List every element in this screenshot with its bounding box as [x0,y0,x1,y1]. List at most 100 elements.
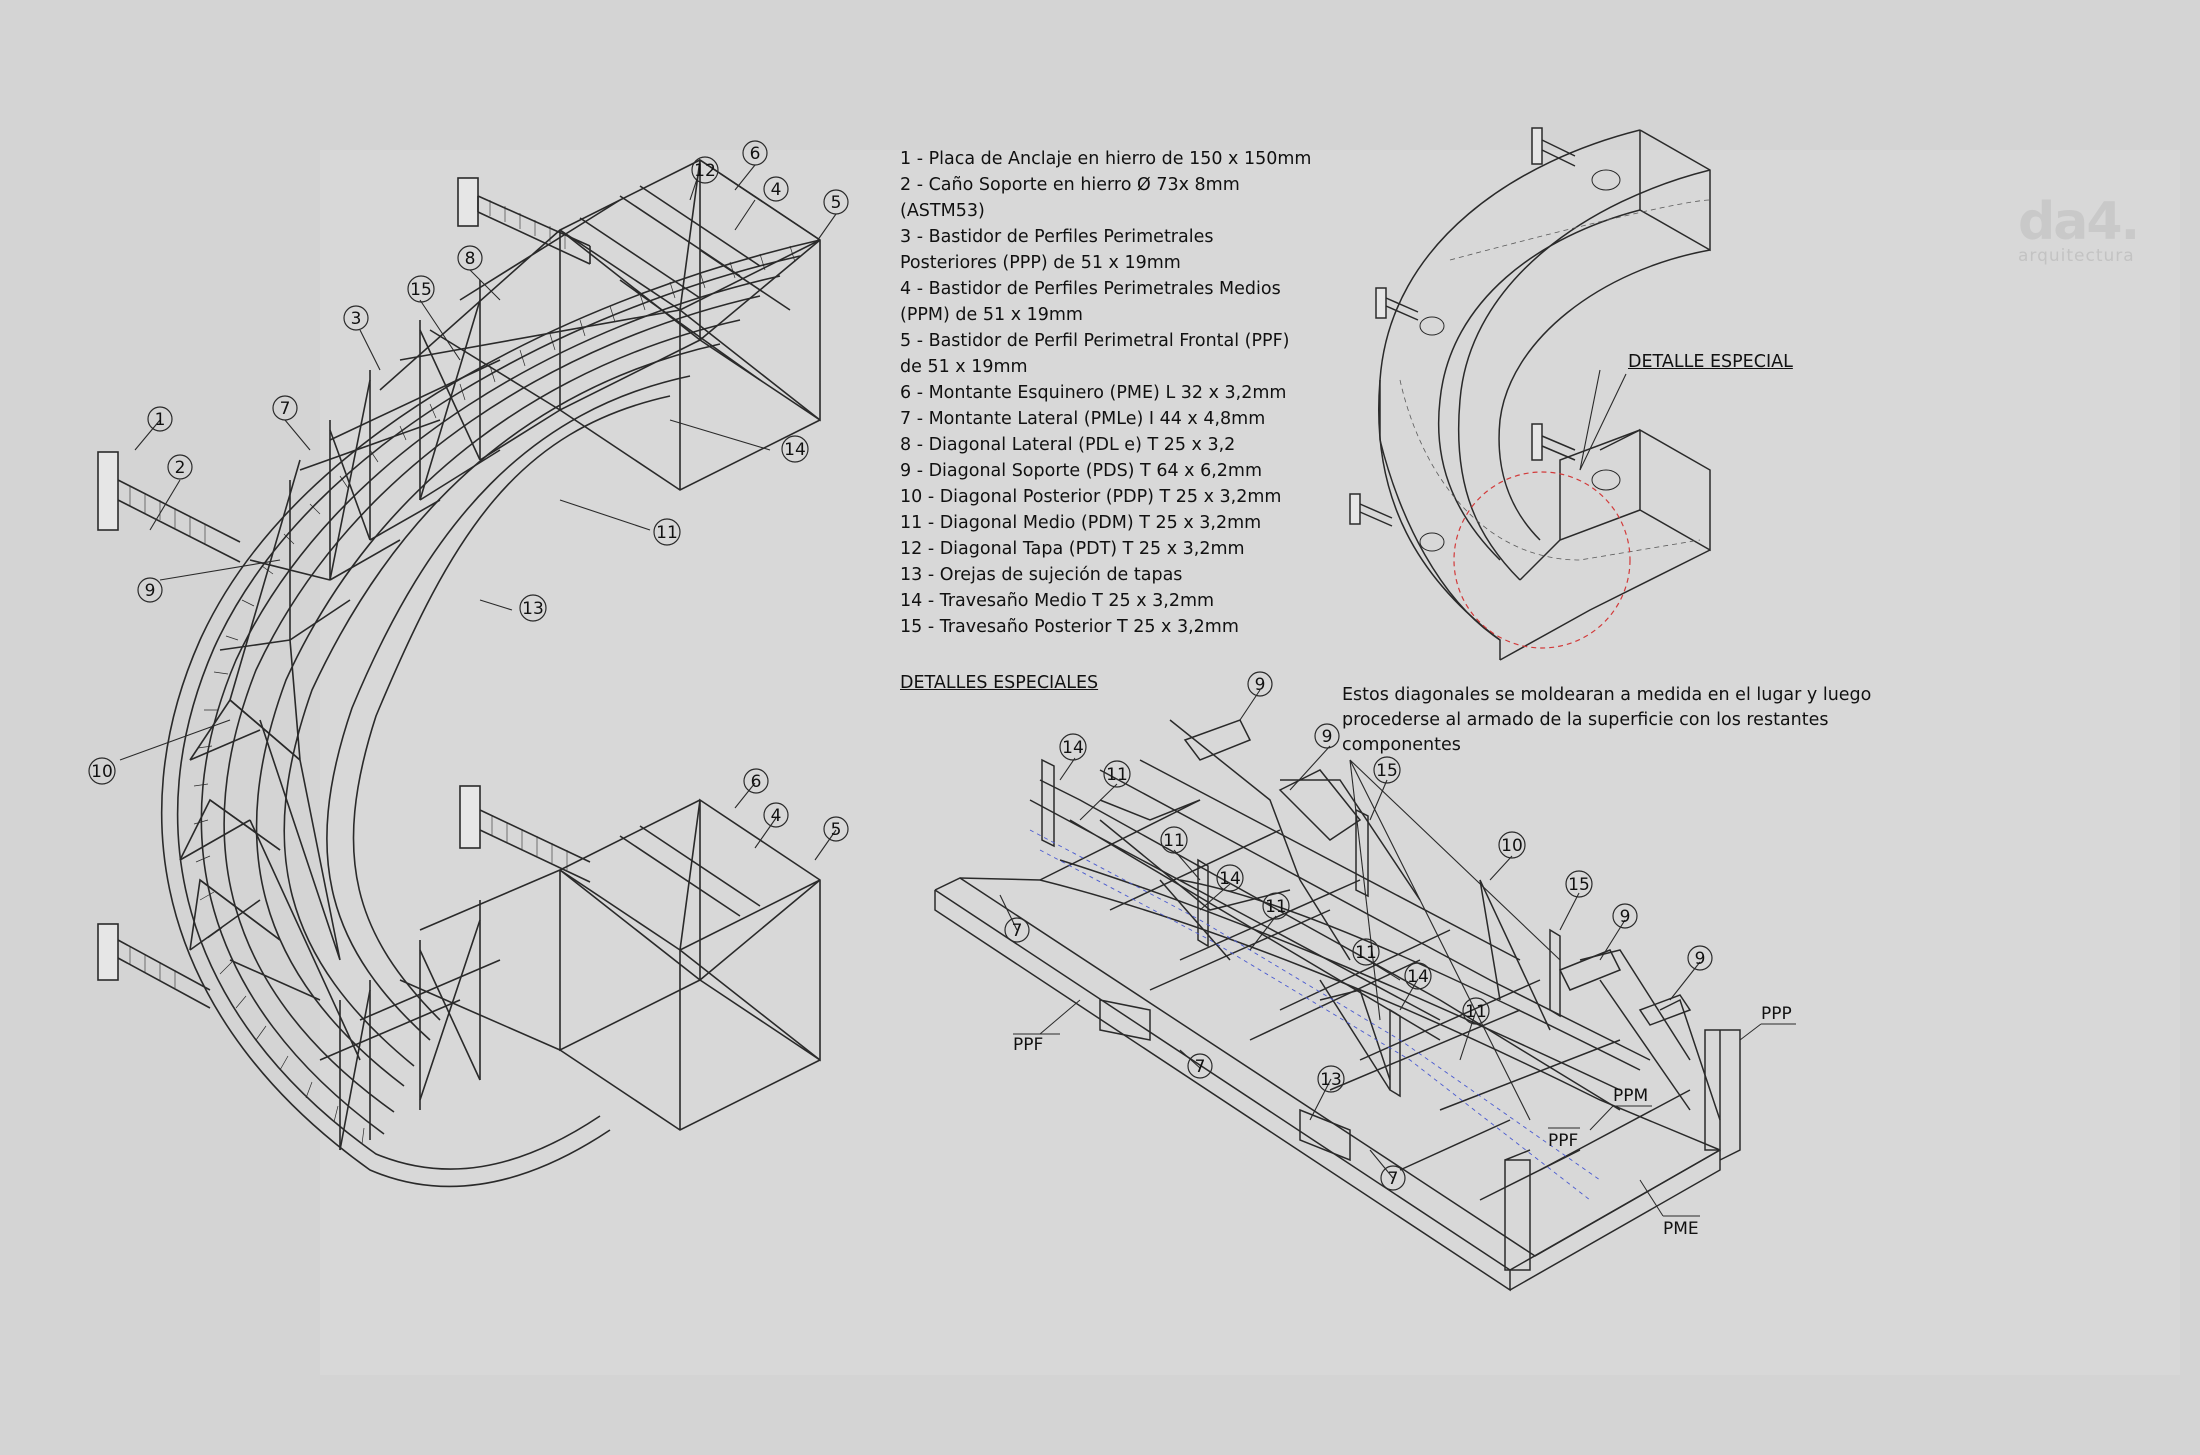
callout-3-label: 3 [351,309,362,329]
special-detail-title: DETALLE ESPECIAL [1628,352,1793,372]
special-detail-note: Estos diagonales se moldearan a medida e… [1342,683,1872,758]
callout-5-lower: 5 [823,816,849,842]
detail-callout-13: 13 [1317,1065,1345,1093]
label-ppp: PPP [1761,1004,1792,1024]
special-detail-callouts: 9 9 14 11 15 11 14 11 10 15 9 9 7 11 14 … [1004,671,1713,1191]
detail-callout-14c: 14 [1404,962,1432,990]
legend-item-4: 4 - Bastidor de Perfiles Perimetrales Me… [900,279,1281,299]
detail-callout-7a-label: 7 [1012,921,1023,941]
callout-1-label: 1 [155,410,166,430]
note-line-1: Estos diagonales se moldearan a medida e… [1342,685,1872,705]
components-legend: 1 - Placa de Anclaje en hierro de 150 x … [900,146,1360,640]
detail-callout-11e: 11 [1462,997,1490,1025]
main-callouts [119,164,837,861]
legend-item-10: 10 - Diagonal Posterior (PDP) T 25 x 3,2… [900,487,1282,507]
detail-callout-7c-label: 7 [1388,1169,1399,1189]
detail-c-shape [1349,127,1711,661]
main-callout-bubbles: 1 2 3 4 5 6 7 8 9 10 11 12 13 14 15 4 5 … [88,140,849,842]
special-detail-text-labels: PPF PPP PPM PPF PME [1013,999,1796,1239]
legend-item-7: 7 - Montante Lateral (PMLe) I 44 x 4,8mm [900,409,1266,429]
logo-mark: da4. [2018,192,2140,252]
detail-callout-7b-label: 7 [1195,1057,1206,1077]
detail-callout-11b-label: 11 [1163,831,1185,851]
callout-12-label: 12 [694,161,716,181]
detail-callout-15a-label: 15 [1376,761,1398,781]
callout-13: 13 [519,594,547,622]
label-ppf-left: PPF [1013,1035,1043,1055]
callout-11: 11 [653,518,681,546]
detail-callout-10-label: 10 [1501,836,1523,856]
legend-item-3-cont: Posteriores (PPP) de 51 x 19mm [900,253,1181,273]
callout-4: 4 [763,176,789,202]
detail-callout-11a-label: 11 [1106,765,1128,785]
callout-5-lower-label: 5 [831,820,842,840]
detail-callout-11a: 11 [1103,760,1131,788]
callout-12: 12 [691,156,719,184]
legend-item-14: 14 - Travesaño Medio T 25 x 3,2mm [900,591,1215,611]
callout-10-label: 10 [91,762,113,782]
legend-item-2: 2 - Caño Soporte en hierro Ø 73x 8mm [900,175,1240,195]
callout-4-lower: 4 [763,802,789,828]
detail-callout-9b-label: 9 [1322,727,1333,747]
label-pme: PME [1663,1219,1699,1239]
detail-callout-9d-label: 9 [1695,949,1706,969]
special-detail-dashes [1029,829,1601,1201]
detail-callout-11c: 11 [1262,892,1290,920]
detail-callout-15a: 15 [1373,756,1401,784]
detail-callout-11c-label: 11 [1265,897,1287,917]
callout-14-label: 14 [784,440,806,460]
callout-5-label: 5 [831,193,842,213]
callout-9: 9 [137,577,163,603]
detail-callout-13-label: 13 [1320,1070,1342,1090]
legend-item-9: 9 - Diagonal Soporte (PDS) T 64 x 6,2mm [900,461,1262,481]
callout-14: 14 [781,435,809,463]
detail-callout-9c: 9 [1612,903,1638,929]
callout-15-label: 15 [410,280,432,300]
detail-callout-15b: 15 [1565,870,1593,898]
legend-item-12: 12 - Diagonal Tapa (PDT) T 25 x 3,2mm [900,539,1245,559]
detail-callout-7a: 7 [1004,917,1030,943]
detail-callout-10: 10 [1498,831,1526,859]
callout-13-label: 13 [522,599,544,619]
callout-6-lower: 6 [743,768,769,794]
note-line-3: componentes [1342,735,1461,755]
detail-callout-9d: 9 [1687,945,1713,971]
studio-logo: da4. arquitectura [2018,196,2158,266]
callout-6-lower-label: 6 [751,772,762,792]
callout-5: 5 [823,189,849,215]
callout-7: 7 [272,395,298,421]
callout-2: 2 [167,454,193,480]
legend-item-8: 8 - Diagonal Lateral (PDL e) T 25 x 3,2 [900,435,1236,455]
detail-callout-15b-label: 15 [1568,875,1590,895]
legend-item-3: 3 - Bastidor de Perfiles Perimetrales [900,227,1214,247]
detail-callout-14a-label: 14 [1062,738,1084,758]
label-ppm: PPM [1613,1086,1648,1106]
callout-9-label: 9 [145,581,156,601]
detail-callout-11e-label: 11 [1465,1002,1487,1022]
detail-callout-9a-label: 9 [1255,675,1266,695]
legend-item-5-cont: de 51 x 19mm [900,357,1028,377]
logo-subtitle: arquitectura [2018,246,2135,266]
note-line-2: procederse al armado de la superficie co… [1342,710,1829,730]
callout-4-label: 4 [771,180,782,200]
legend-item-1: 1 - Placa de Anclaje en hierro de 150 x … [900,149,1312,169]
detail-callout-11b: 11 [1160,826,1188,854]
legend-item-5: 5 - Bastidor de Perfil Perimetral Fronta… [900,331,1290,351]
detail-callout-11d-label: 11 [1355,943,1377,963]
legend-item-4-cont: (PPM) de 51 x 19mm [900,305,1083,325]
detail-callout-9c-label: 9 [1620,907,1631,927]
detail-title-leader [1579,373,1627,471]
detail-callout-11d: 11 [1352,938,1380,966]
legend-item-15: 15 - Travesaño Posterior T 25 x 3,2mm [900,617,1239,637]
callout-15: 15 [407,275,435,303]
detail-callout-9b: 9 [1314,723,1340,749]
callout-8-label: 8 [465,249,476,269]
callout-8: 8 [457,245,483,271]
callout-6-label: 6 [750,144,761,164]
detail-callout-9a: 9 [1247,671,1273,697]
detail-callout-7b: 7 [1187,1053,1213,1079]
legend-item-2-cont: (ASTM53) [900,201,985,221]
callout-10: 10 [88,757,116,785]
callout-7-label: 7 [280,399,291,419]
